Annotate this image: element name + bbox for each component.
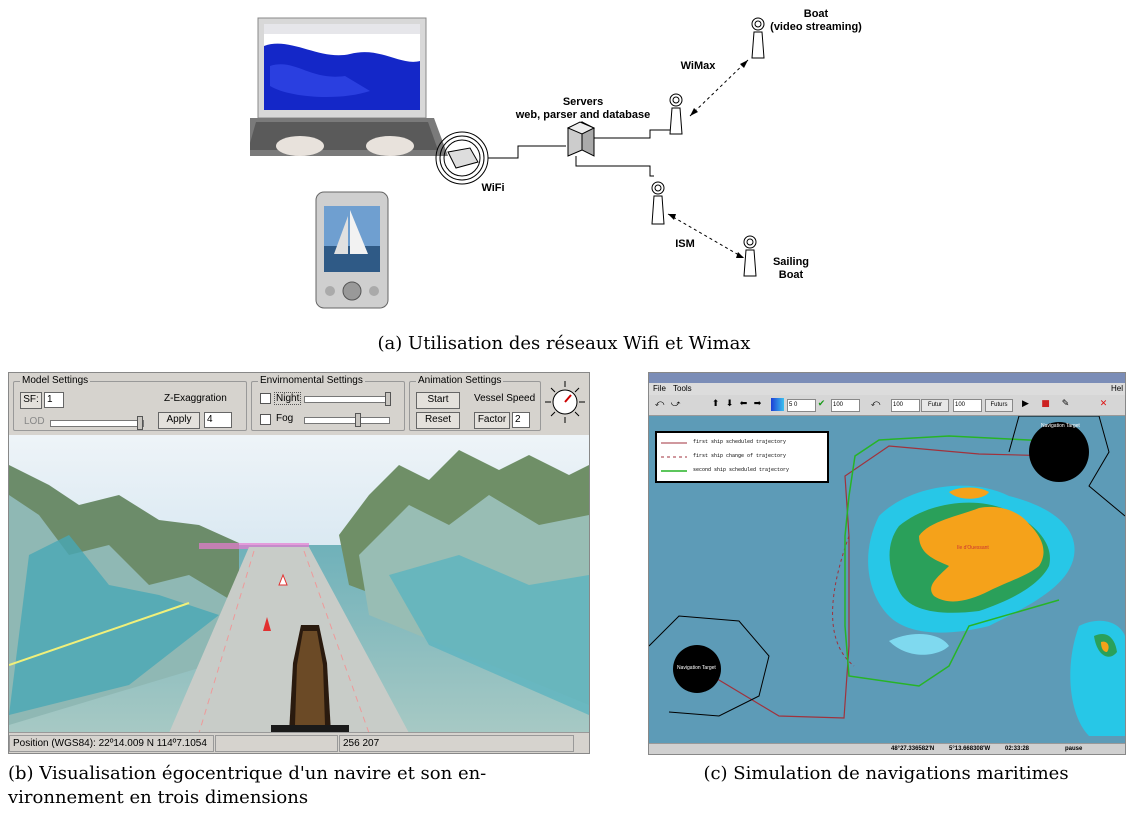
status-latitude: 48°27.336582'N [891,746,935,752]
vessel-speed-label: Vessel Speed [474,393,536,404]
legend-item-1: first ship scheduled trajectory [693,439,787,445]
nav-target-2-label: Navigation Target [677,665,716,671]
factor-field[interactable]: 2 [512,412,530,428]
menu-file[interactable]: File [653,384,666,393]
caption-b-line1: (b) Visualisation égocentrique d'un navi… [8,763,487,784]
status-coords: 256 207 [339,735,574,752]
arrow-left-icon[interactable]: ⬅ [739,399,748,409]
island-label: Ile d'Ouessant [957,545,989,551]
color-scale-icon[interactable] [771,398,784,411]
menu-bar: File Tools Hel [649,383,1125,395]
scale-field[interactable]: 5 0 [787,399,816,412]
vessel-3d-viewer: Model Settings SF: 1 Z-Exaggration LOD A… [8,372,590,754]
vessel-model [271,625,349,733]
arrow-down-icon[interactable]: ⬇ [725,399,734,409]
field-2[interactable]: 100 [831,399,860,412]
fog-slider[interactable] [304,413,390,427]
night-slider[interactable] [304,392,391,406]
menu-tools[interactable]: Tools [673,384,692,393]
z-exaggeration-label: Z-Exaggration [164,393,227,404]
label-boat: Boat (video streaming) [770,8,862,33]
navigation-simulator: File Tools Hel ⤺ ⤻ ⬆ ⬇ ⬅ ➡ 5 0 ✔ 100 ⤺ 1… [648,372,1126,755]
lod-slider[interactable] [50,416,144,430]
field-3[interactable]: 100 [891,399,920,412]
toolbar: ⤺ ⤻ ⬆ ⬇ ⬅ ➡ 5 0 ✔ 100 ⤺ 100 Futur 100 Fu… [649,395,1125,416]
navigation-target-1[interactable] [1008,416,1125,517]
caption-a: (a) Utilisation des réseaux Wifi et Wima… [377,333,751,354]
apply-button[interactable]: Apply [158,412,200,429]
night-checkbox[interactable] [260,393,271,404]
legend-item-3: second ship scheduled trajectory [693,467,790,473]
arrow-up-icon[interactable]: ⬆ [711,399,720,409]
antenna-sailing-icon [743,235,757,277]
play-icon[interactable]: ▶ [1022,399,1029,409]
speed-dial-icon[interactable] [543,379,587,427]
zoom-in-icon[interactable]: ⤻ [670,399,681,409]
antenna-boat-icon [751,17,765,59]
reset-button[interactable]: Reset [416,412,460,429]
status-empty [215,735,338,752]
caption-b-line2: vironnement en trois dimensions [8,787,309,808]
rotate-icon[interactable]: ⤺ [870,399,881,409]
field-4[interactable]: 100 [953,399,982,412]
animation-settings-group: Animation Settings Start Vessel Speed Re… [409,375,541,431]
sf-field[interactable]: 1 [44,392,64,408]
wifi-router-icon [435,131,489,185]
fog-checkbox[interactable] [260,414,271,425]
menu-help[interactable]: Hel [1110,384,1123,393]
laptop-icon [242,17,448,156]
first-ship-trajectory [698,445,1060,719]
edit-icon[interactable]: ✎ [1061,399,1070,409]
close-icon[interactable]: ✕ [1099,399,1108,409]
factor-button[interactable]: Factor [474,412,510,429]
status-state: pause [1065,746,1083,752]
trajectory-legend: first ship scheduled trajectory first sh… [655,431,829,483]
label-sailing-boat: Sailing Boat [772,256,810,281]
label-wifi: WiFi [481,182,505,194]
arrow-right-icon[interactable]: ➡ [753,399,762,409]
status-longitude: 5°13.668308'W [949,746,991,752]
futurs-button[interactable]: Futurs [985,399,1013,412]
fog-label: Fog [276,413,294,424]
stop-icon[interactable]: ■ [1041,399,1050,409]
environmental-settings-group: Envirnomental Settings Night Fog [251,375,405,431]
pda-icon [315,191,389,309]
environmental-settings-title: Envirnomental Settings [258,375,365,386]
sf-button[interactable]: SF: [20,392,42,409]
status-position: Position (WGS84): 22º14.009 N 114º7.1054… [9,735,214,752]
server-icon [566,121,596,157]
figure-a [242,6,930,316]
3d-scene-view[interactable] [9,435,589,733]
zoom-out-icon[interactable]: ⤺ [654,399,665,409]
first-ship-change-trajectory [832,535,855,667]
label-wimax: WiMax [680,60,716,72]
lod-label: LOD [24,416,45,427]
night-label: Night [274,392,302,405]
antenna-ism-icon [651,181,665,225]
start-button[interactable]: Start [416,392,460,409]
status-time: 02:33:28 [1005,746,1030,752]
z-exaggeration-field[interactable]: 4 [204,412,232,428]
legend-item-2: first ship change of trajectory [693,453,787,459]
window-title-bar [649,373,1125,383]
animation-settings-title: Animation Settings [416,375,504,386]
second-ship-trajectory [844,435,1060,687]
network-diagram [242,17,765,309]
label-servers: Servers web, parser and database [515,96,651,121]
model-settings-title: Model Settings [20,375,91,386]
caption-b: (b) Visualisation égocentrique d'un navi… [8,762,598,810]
model-settings-group: Model Settings SF: 1 Z-Exaggration LOD A… [13,375,247,431]
ok-check-icon[interactable]: ✔ [817,399,826,409]
map-status-bar: 48°27.336582'N 5°13.668308'W 02:33:28 pa… [649,743,1125,754]
antenna-wimax-icon [669,93,683,135]
nav-target-1-label: Navigation Target [1041,423,1080,429]
caption-c: (c) Simulation de navigations maritimes [703,763,1069,784]
futur-button[interactable]: Futur [921,399,949,412]
navigation-target-2[interactable] [649,615,770,717]
status-bar: Position (WGS84): 22º14.009 N 114º7.1054… [9,732,589,753]
label-ism: ISM [675,238,695,250]
